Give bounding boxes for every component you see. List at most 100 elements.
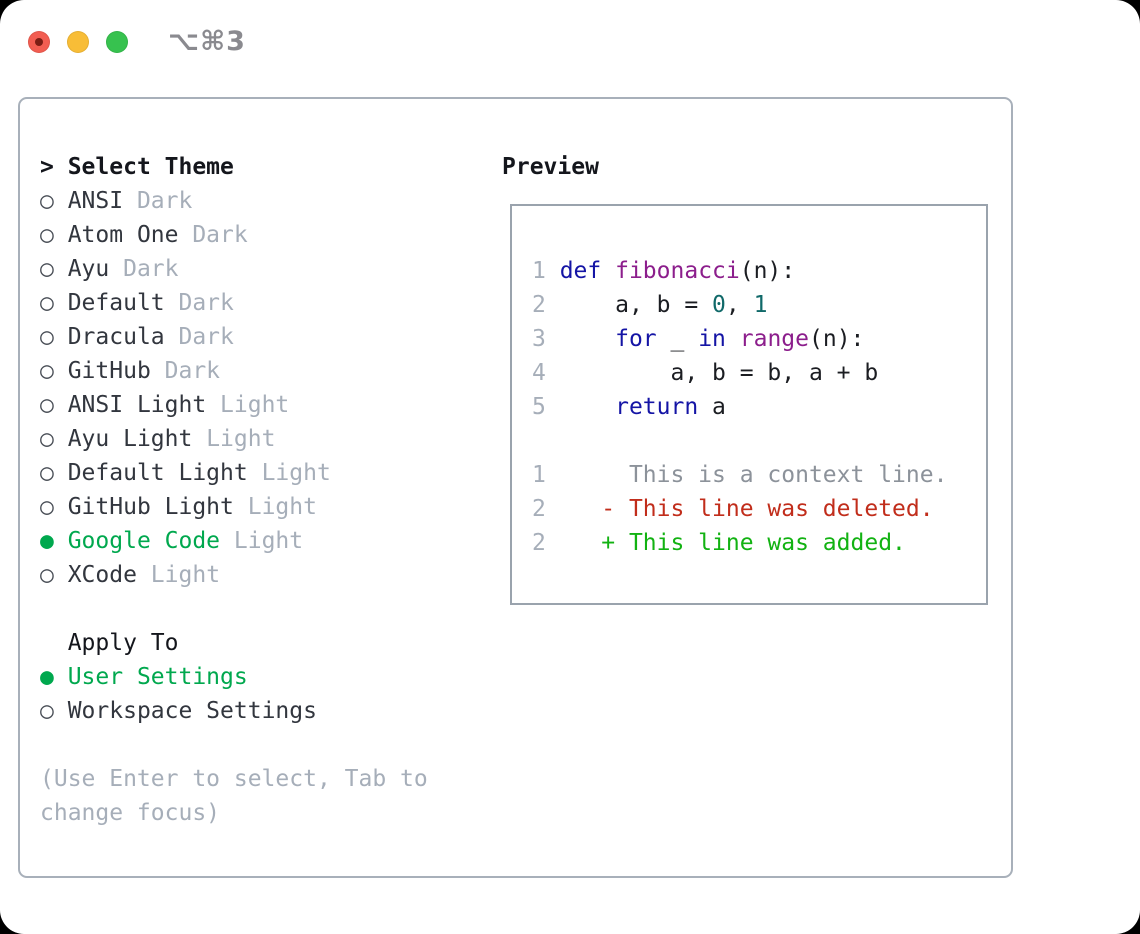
radio-selected-icon: ● — [40, 528, 54, 554]
theme-variant: Light — [192, 426, 276, 452]
preview-header: Preview — [502, 154, 599, 180]
line-number: 1 — [532, 462, 560, 488]
radio-icon: ○ — [40, 426, 54, 452]
code-token — [560, 530, 602, 556]
theme-item-ayu-light[interactable]: ○ Ayu Light Light — [40, 422, 472, 456]
theme-name: Google Code — [53, 528, 221, 554]
apply-option-label: Workspace Settings — [53, 698, 317, 724]
radio-icon: ○ — [40, 324, 54, 350]
code-line: 4 a, b = b, a + b — [532, 356, 986, 390]
theme-name: Ayu Light — [53, 426, 193, 452]
code-token — [560, 496, 602, 522]
code-token: - This line was deleted. — [601, 496, 934, 522]
theme-variant: Dark — [123, 188, 193, 214]
radio-icon: ○ — [40, 290, 54, 316]
line-number: 3 — [532, 326, 560, 352]
main-panel: >Select Theme ○ ANSI Dark○ Atom One Dark… — [18, 97, 1013, 878]
theme-item-dracula[interactable]: ○ Dracula Dark — [40, 320, 472, 354]
radio-icon: ○ — [40, 494, 54, 520]
theme-list: ○ ANSI Dark○ Atom One Dark○ Ayu Dark○ De… — [40, 184, 472, 592]
line-number: 1 — [532, 258, 560, 284]
radio-icon: ○ — [40, 358, 54, 384]
code-token: 1 — [753, 292, 768, 318]
code-token: range — [739, 326, 809, 352]
apply-option-label: User Settings — [53, 664, 248, 690]
theme-item-github-light[interactable]: ○ GitHub Light Light — [40, 490, 472, 524]
code-token: a, b = — [559, 292, 713, 318]
theme-item-ayu[interactable]: ○ Ayu Dark — [40, 252, 472, 286]
select-theme-header: > Select Theme — [40, 150, 472, 184]
apply-to-list: ● User Settings○ Workspace Settings — [40, 660, 472, 728]
code-line: 2 a, b = 0, 1 — [532, 288, 986, 322]
apply-to-title: Apply To — [67, 630, 179, 656]
code-line: 5 return a — [532, 390, 986, 424]
theme-name: GitHub Light — [53, 494, 234, 520]
code-token: return — [615, 394, 699, 420]
code-token — [560, 326, 615, 352]
code-token — [560, 394, 615, 420]
theme-variant: Dark — [164, 324, 234, 350]
theme-name: Atom One — [53, 222, 179, 248]
radio-icon: ○ — [40, 698, 54, 724]
theme-name: XCode — [53, 562, 137, 588]
theme-item-ansi[interactable]: ○ ANSI Dark — [40, 184, 472, 218]
theme-item-xcode[interactable]: ○ XCode Light — [40, 558, 472, 592]
code-token: , — [725, 292, 754, 318]
theme-item-default-light[interactable]: ○ Default Light Light — [40, 456, 472, 490]
theme-name: Ayu — [53, 256, 110, 282]
cursor-arrow-icon: > — [40, 154, 54, 180]
theme-name: Default Light — [53, 460, 248, 486]
radio-icon: ○ — [40, 460, 54, 486]
select-theme-title: Select Theme — [67, 154, 234, 180]
theme-name: Dracula — [53, 324, 165, 350]
code-token: a — [698, 394, 726, 420]
line-number: 5 — [532, 394, 560, 420]
code-token: (n): — [809, 326, 865, 352]
code-line: 1 def fibonacci(n): — [532, 254, 986, 288]
radio-icon: ○ — [40, 188, 54, 214]
theme-variant: Dark — [164, 290, 234, 316]
theme-name: Default — [53, 290, 165, 316]
code-token: This is a context line. — [559, 462, 948, 488]
theme-variant: Light — [247, 460, 331, 486]
line-number: 4 — [532, 360, 560, 386]
theme-item-google-code[interactable]: ● Google Code Light — [40, 524, 472, 558]
apply-to-header: Apply To — [40, 626, 472, 660]
theme-item-github[interactable]: ○ GitHub Dark — [40, 354, 472, 388]
hint-text: (Use Enter to select, Tab to change focu… — [40, 766, 428, 826]
radio-selected-icon: ● — [40, 664, 54, 690]
theme-item-atom-one[interactable]: ○ Atom One Dark — [40, 218, 472, 252]
theme-variant: Light — [233, 494, 317, 520]
theme-item-ansi-light[interactable]: ○ ANSI Light Light — [40, 388, 472, 422]
radio-icon: ○ — [40, 562, 54, 588]
radio-icon: ○ — [40, 222, 54, 248]
code-token: fibonacci — [615, 258, 740, 284]
apply-option-workspace-settings[interactable]: ○ Workspace Settings — [40, 694, 472, 728]
line-number: 2 — [532, 292, 560, 318]
theme-item-default[interactable]: ○ Default Dark — [40, 286, 472, 320]
line-number: 2 — [532, 496, 560, 522]
code-token: in — [698, 326, 726, 352]
theme-variant: Dark — [178, 222, 248, 248]
code-token — [726, 326, 740, 352]
titlebar: ⌥⌘3 — [28, 26, 246, 57]
radio-icon: ○ — [40, 392, 54, 418]
code-token — [601, 258, 615, 284]
radio-icon: ○ — [40, 256, 54, 282]
theme-variant: Light — [206, 392, 290, 418]
zoom-button[interactable] — [106, 30, 128, 53]
code-token: a, b = b, a + b — [559, 360, 879, 386]
theme-variant: Dark — [109, 256, 179, 282]
apply-option-user-settings[interactable]: ● User Settings — [40, 660, 472, 694]
window-title-shortcut: ⌥⌘3 — [168, 26, 246, 57]
close-button[interactable] — [28, 30, 50, 53]
diff-line: 1 This is a context line. — [532, 458, 986, 492]
theme-name: ANSI — [53, 188, 124, 214]
theme-selector-column: >Select Theme ○ ANSI Dark○ Atom One Dark… — [40, 150, 472, 830]
minimize-button[interactable] — [67, 30, 89, 53]
diff-line: 2 + This line was added. — [532, 526, 986, 560]
diff-preview: 1 This is a context line. 2 - This line w… — [532, 458, 986, 560]
